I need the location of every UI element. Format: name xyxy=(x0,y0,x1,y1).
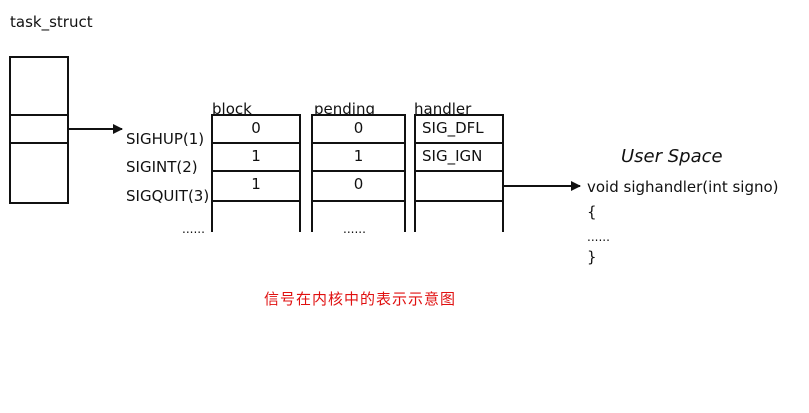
handler-code-line: { xyxy=(587,203,597,221)
pending-cell: 0 xyxy=(311,114,406,144)
column-header-handler: handler xyxy=(414,100,472,118)
block-cell: 1 xyxy=(211,170,301,202)
signal-name: SIGHUP(1) xyxy=(126,130,205,148)
pending-cell: 0 xyxy=(311,170,406,202)
signal-name: SIGINT(2) xyxy=(126,158,198,176)
column-header-pending: pending xyxy=(314,100,375,118)
ellipsis-block: ...... xyxy=(182,222,205,236)
handler-cell: SIG_IGN xyxy=(414,142,504,172)
block-cell: 1 xyxy=(211,142,301,172)
column-header-block: block xyxy=(212,100,252,118)
task-struct-label: task_struct xyxy=(10,13,93,31)
ellipsis-pending: ...... xyxy=(343,222,366,236)
diagram-caption: 信号在内核中的表示示意图 xyxy=(264,290,457,308)
user-space-title: User Space xyxy=(621,146,723,167)
handler-cell: SIG_DFL xyxy=(414,114,504,144)
handler-code-line: void sighandler(int signo) xyxy=(587,178,779,196)
block-cell: 0 xyxy=(211,114,301,144)
signal-name: SIGQUIT(3) xyxy=(126,187,210,205)
task-struct-box-bottom xyxy=(9,142,69,204)
handler-cell xyxy=(414,170,504,202)
handler-code-line: ...... xyxy=(587,230,610,244)
pending-cell: 1 xyxy=(311,142,406,172)
handler-code-line: } xyxy=(587,248,597,266)
